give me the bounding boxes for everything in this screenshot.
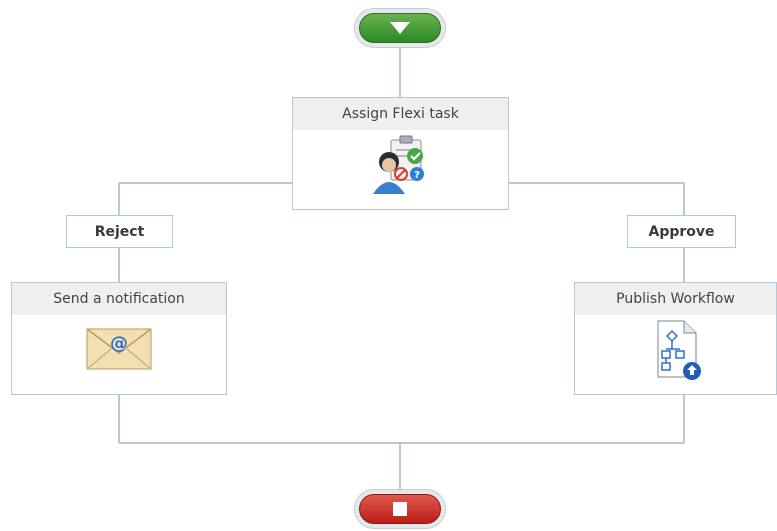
task-clipboard-user-icon: ?: [372, 135, 424, 194]
end-node[interactable]: [354, 489, 446, 529]
action-assign-flexi-task[interactable]: Assign Flexi task ?: [292, 97, 509, 210]
svg-text:@: @: [110, 333, 128, 354]
action-title: Assign Flexi task: [293, 98, 508, 130]
branch-label-approve[interactable]: Approve: [627, 215, 736, 248]
email-envelope-icon: @: [86, 328, 152, 370]
action-title: Send a notification: [12, 283, 226, 315]
action-title: Publish Workflow: [575, 283, 776, 315]
play-down-triangle-icon: [390, 22, 410, 34]
start-node[interactable]: [354, 8, 446, 48]
svg-text:?: ?: [414, 170, 420, 181]
publish-workflow-document-icon: [657, 320, 701, 380]
branch-label-reject[interactable]: Reject: [66, 215, 173, 248]
stop-square-icon: [393, 502, 407, 516]
action-send-notification[interactable]: Send a notification @: [11, 282, 227, 395]
action-publish-workflow[interactable]: Publish Workflow: [574, 282, 777, 395]
